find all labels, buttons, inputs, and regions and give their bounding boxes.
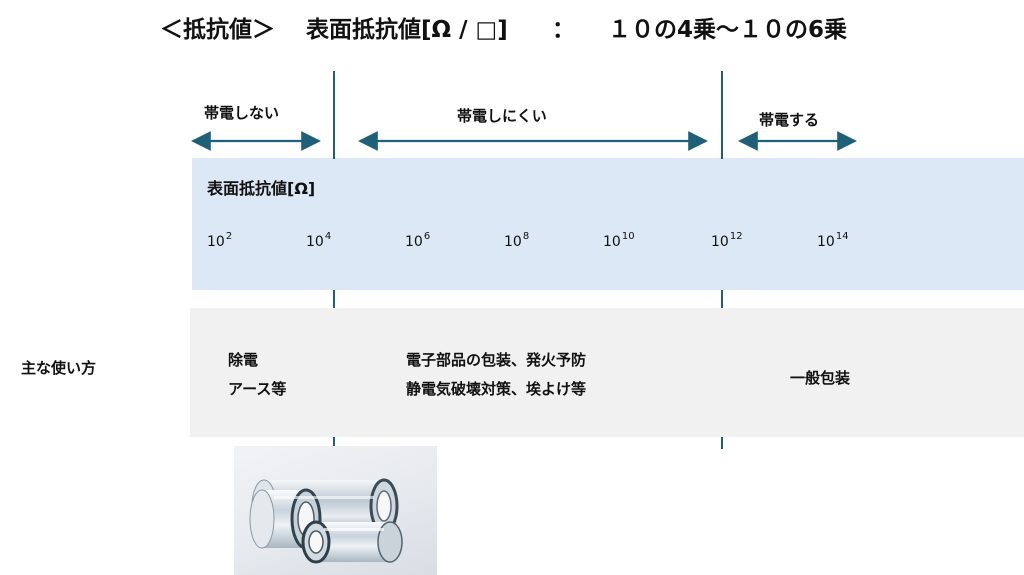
divider-line-left	[333, 437, 335, 446]
page-title: ＜抵抗値＞ 表面抵抗値[Ω / □] ： １０の4乗～１０の6乗	[0, 10, 1024, 50]
tape-rolls-photo	[234, 446, 437, 575]
usage-band	[190, 308, 1024, 437]
divider-line-left	[333, 71, 335, 159]
title-main: 表面抵抗値[Ω / □]	[306, 17, 508, 43]
usage-line: 一般包装	[790, 369, 851, 387]
tick-label: 106	[405, 231, 431, 250]
usage-group-discharge: 除電 アース等	[228, 346, 286, 404]
tick-label: 1014	[817, 231, 849, 250]
title-value: １０の4乗～１０の6乗	[608, 17, 848, 43]
usage-line: 電子部品の包装、発火予防	[406, 351, 587, 369]
zone-label-low-charge: 帯電しにくい	[457, 107, 547, 125]
title-colon: ：	[552, 17, 575, 43]
divider-line-right	[721, 437, 723, 449]
usage-group-antistatic: 電子部品の包装、発火予防 静電気破壊対策、埃よけ等	[406, 346, 586, 404]
usage-group-general: 一般包装	[790, 364, 850, 393]
range-arrows	[191, 131, 857, 151]
tape-rolls-icon	[249, 478, 403, 564]
tick-label: 1010	[603, 231, 635, 250]
divider-line-right	[721, 290, 723, 308]
usage-line: アース等	[228, 380, 287, 398]
resistance-band	[192, 158, 1024, 290]
divider-line-right	[721, 71, 723, 159]
tick-label: 102	[207, 231, 233, 250]
title-prefix: ＜抵抗値＞	[160, 17, 275, 43]
tick-label: 108	[504, 231, 530, 250]
band-title: 表面抵抗値[Ω]	[207, 179, 316, 198]
usage-line: 静電気破壊対策、埃よけ等	[406, 380, 587, 398]
usage-label: 主な使い方	[21, 359, 97, 377]
zone-label-charge: 帯電する	[759, 111, 820, 129]
usage-line: 除電	[228, 351, 259, 369]
tick-label: 104	[306, 231, 332, 250]
tick-label: 1012	[711, 231, 743, 250]
zone-label-no-charge: 帯電しない	[204, 104, 280, 122]
divider-line-left	[333, 290, 335, 308]
